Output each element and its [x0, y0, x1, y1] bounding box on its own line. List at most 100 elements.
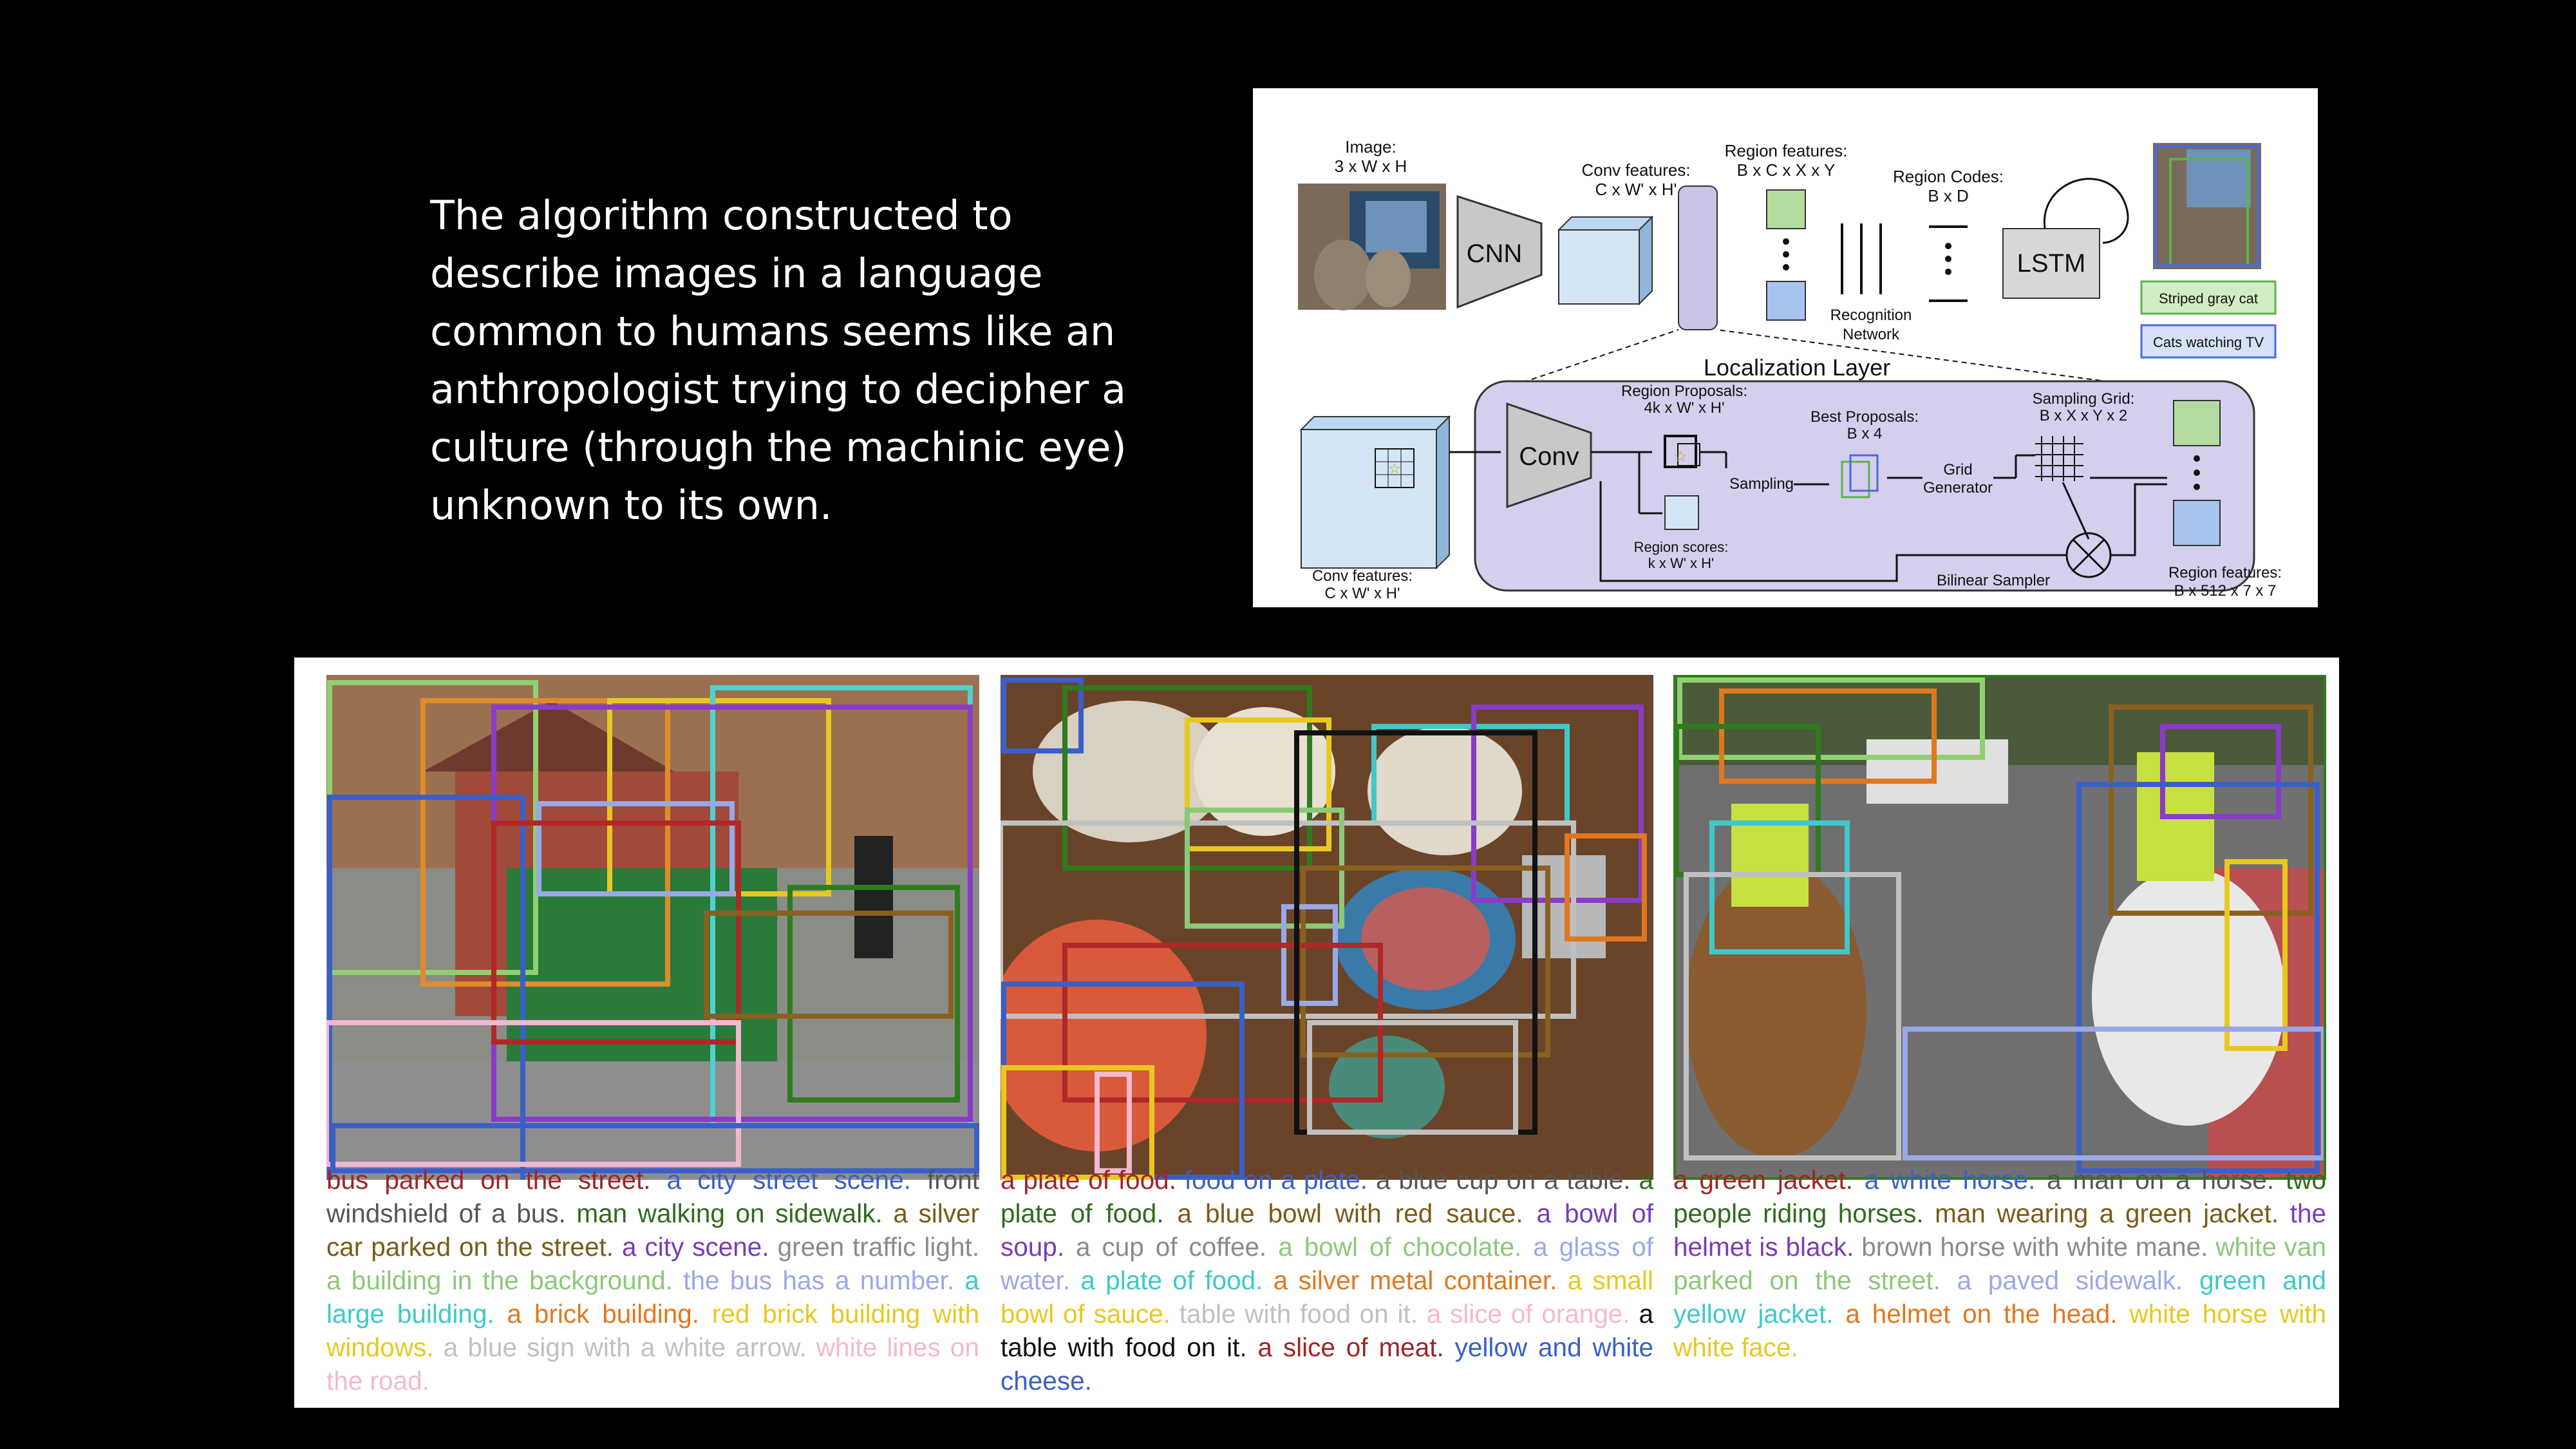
dense-captioning-examples: bus parked on the street. a city street … — [294, 658, 2339, 1408]
input-cat-image — [1298, 184, 1446, 310]
caption: a plate of food. — [1001, 1165, 1176, 1195]
conv-label: Conv — [1519, 442, 1579, 471]
caption: a blue sign with a white arrow. — [443, 1332, 807, 1362]
slide-body-text: The algorithm constructed to describe im… — [430, 192, 1127, 529]
caption: white lines on the road. — [326, 1332, 979, 1396]
bilinear-sampler-label: Bilinear Sampler — [1937, 572, 2050, 589]
conv-features-label: Conv features: — [1581, 160, 1690, 180]
caption: man wearing a green jacket. — [1935, 1198, 2279, 1228]
caption: a city scene. — [621, 1232, 769, 1262]
caption: the helmet is black. — [1673, 1198, 2326, 1262]
best-proposals-label: Best Proposals: — [1810, 408, 1919, 426]
region-scores-block — [1664, 495, 1699, 530]
output-caption-1: Striped gray cat — [2159, 290, 2258, 307]
best-proposals-dims: B x 4 — [1847, 425, 1883, 442]
caption: a man on a horse. — [2047, 1165, 2275, 1195]
caption: man walking on sidewalk. — [576, 1198, 883, 1228]
caption: a paved sidewalk. — [1957, 1265, 2183, 1295]
caption: a helmet on the head. — [1845, 1299, 2118, 1329]
caption: food on a plate. — [1184, 1165, 1368, 1195]
cnn-block — [1456, 194, 1543, 309]
localization-layer-title: Localization Layer — [1704, 354, 1890, 381]
street-captions: bus parked on the street. a city street … — [326, 1163, 979, 1397]
output-caption-2-box — [2140, 324, 2277, 359]
caption: a large building. — [326, 1265, 979, 1329]
image-label: Image: — [1345, 137, 1396, 156]
output-caption-1-box — [2140, 280, 2277, 315]
sampling-grid — [2035, 436, 2083, 481]
best-proposal-green — [1841, 460, 1870, 498]
conv-features-cube — [1557, 215, 1654, 306]
caption: front windshield of a bus. — [326, 1165, 979, 1228]
caption: a small bowl of sauce. — [1001, 1265, 1653, 1329]
caption: a bowl of chocolate. — [1278, 1232, 1522, 1262]
conv-block — [1506, 402, 1592, 509]
caption: a slice of meat. — [1257, 1332, 1444, 1362]
best-proposal-blue — [1849, 454, 1879, 492]
bottom-conv-features-label: Conv features: — [1312, 567, 1413, 585]
recognition-network-label-2: Network — [1843, 326, 1900, 343]
caption: the bus has a number. — [683, 1265, 955, 1295]
output-caption-2: Cats watching TV — [2153, 334, 2264, 350]
caption: a glass of water. — [1001, 1232, 1653, 1295]
caption: white van parked on the street. — [1673, 1232, 2326, 1295]
grid-generator-label-2: Generator — [1923, 479, 1993, 497]
caption: a white horse. — [1864, 1165, 2036, 1195]
region-proposal-anchor — [1664, 435, 1697, 468]
caption: a blue cup on a table. — [1375, 1165, 1631, 1195]
bottom-conv-features-cube: ☆ — [1299, 415, 1451, 570]
caption: a brick building. — [507, 1299, 700, 1329]
street-scene-photo — [326, 675, 979, 1180]
caption: a slice of orange. — [1426, 1299, 1630, 1329]
horses-street-photo — [1673, 675, 2326, 1180]
caption: a city street scene. — [666, 1165, 911, 1195]
caption: white horse with white face. — [1673, 1299, 2326, 1362]
caption: yellow and white cheese. — [1001, 1332, 1654, 1396]
sampling-label: Sampling — [1729, 475, 1794, 493]
region-proposals-dims: 4k x W' x H' — [1644, 399, 1724, 417]
cnn-label: CNN — [1467, 240, 1523, 268]
caption: a plate of food. — [1080, 1265, 1263, 1295]
caption: a green jacket. — [1673, 1165, 1853, 1195]
region-scores-dims: k x W' x H' — [1648, 555, 1715, 571]
image-dims: 3 x W x H — [1335, 156, 1407, 176]
caption: green and yellow jacket. — [1673, 1265, 2326, 1329]
caption: a building in the background. — [326, 1265, 673, 1295]
out-region-feature-green — [2173, 400, 2221, 446]
out-region-features-label: Region features: — [2168, 564, 2282, 582]
region-proposals-label: Region Proposals: — [1621, 383, 1747, 400]
lstm-label: LSTM — [2017, 249, 2086, 278]
sampling-grid-dims: B x X x Y x 2 — [2040, 407, 2128, 424]
caption: red brick building with windows. — [326, 1299, 979, 1362]
localization-layer-stack — [1678, 185, 1718, 330]
svg-text:☆: ☆ — [1388, 460, 1401, 477]
recognition-network-label: Recognition — [1830, 307, 1912, 324]
sampling-grid-label: Sampling Grid: — [2033, 390, 2135, 408]
bottom-conv-features-dims: C x W' x H' — [1324, 585, 1400, 602]
region-codes-dims: B x D — [1928, 186, 1969, 205]
out-region-feature-blue — [2173, 500, 2221, 546]
region-feature-green — [1766, 189, 1806, 229]
conv-features-dims: C x W' x H' — [1595, 180, 1677, 199]
region-codes-label: Region Codes: — [1893, 167, 2004, 186]
region-feature-blue — [1766, 281, 1806, 321]
caption: a silver metal container. — [1273, 1265, 1557, 1295]
caption: a cup of coffee. — [1076, 1232, 1267, 1262]
lstm-block — [2002, 228, 2100, 299]
region-scores-label: Region scores: — [1634, 539, 1729, 555]
caption: a plate of food. — [1001, 1165, 1653, 1228]
caption: bus parked on the street. — [326, 1165, 651, 1195]
caption: two people riding horses. — [1673, 1165, 2326, 1228]
food-captions: a plate of food. food on a plate. a blue… — [1001, 1163, 1653, 1397]
horses-captions: a green jacket. a white horse. a man on … — [1673, 1163, 2326, 1364]
caption: green traffic light. — [777, 1232, 979, 1262]
svg-text:☆: ☆ — [1673, 448, 1688, 466]
out-region-features-dims: B x 512 x 7 x 7 — [2174, 582, 2277, 600]
densecap-architecture-diagram: Image: 3 x W x H CNN Conv features: C x … — [1253, 88, 2318, 607]
localization-layer-box — [1474, 380, 2255, 592]
caption: brown horse with white mane. — [1861, 1232, 2208, 1262]
region-features-dims: B x C x X x Y — [1737, 160, 1836, 180]
grid-generator-label: Grid — [1943, 461, 1972, 478]
caption: a bowl of soup. — [1001, 1198, 1653, 1262]
region-features-label: Region features: — [1725, 141, 1848, 160]
